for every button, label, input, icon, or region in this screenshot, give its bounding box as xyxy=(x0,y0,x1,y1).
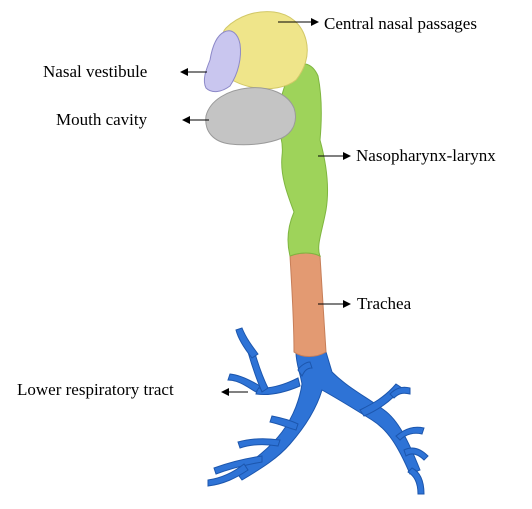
label-trachea: Trachea xyxy=(357,294,411,314)
trachea-shape xyxy=(290,253,326,357)
label-lower-respiratory-tract: Lower respiratory tract xyxy=(17,380,174,400)
label-nasal-vestibule: Nasal vestibule xyxy=(43,62,147,82)
label-central-nasal-passages: Central nasal passages xyxy=(324,14,477,34)
label-mouth-cavity: Mouth cavity xyxy=(56,110,147,130)
nasopharynx-larynx-shape xyxy=(274,64,328,256)
label-nasopharynx-larynx: Nasopharynx-larynx xyxy=(356,146,496,166)
nasal-vestibule-shape xyxy=(204,31,240,92)
mouth-cavity-shape xyxy=(206,88,296,145)
